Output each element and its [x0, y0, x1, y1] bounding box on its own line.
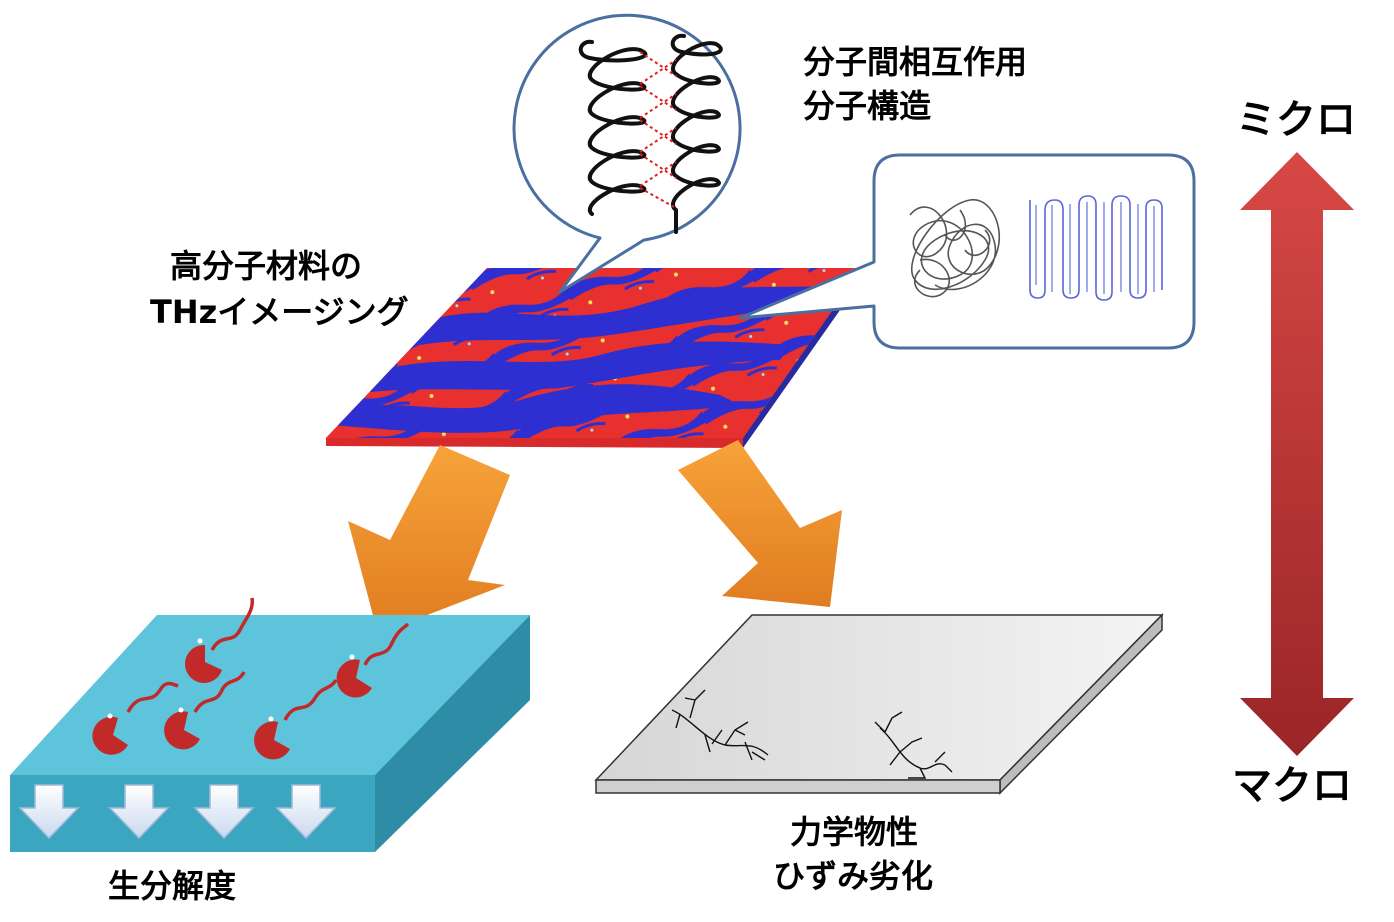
helix-right	[670, 33, 723, 234]
microbe-icon	[164, 671, 246, 750]
helix-bubble	[512, 13, 742, 294]
mechanical-slab	[594, 613, 1164, 795]
thz-image-map	[326, 268, 864, 448]
label-macro: マクロ	[1232, 763, 1352, 809]
crack-icon	[671, 689, 769, 761]
label-polymer-material: 高分子材料の	[170, 247, 363, 285]
crack-icon	[874, 711, 953, 779]
amorphous-chain-icon	[909, 199, 1000, 298]
orange-arrow-left	[348, 445, 510, 634]
biodegradation-block	[10, 597, 530, 852]
label-molecular-structure: 分子構造	[803, 87, 932, 125]
label-thz-imaging: THzイメージング	[150, 293, 409, 331]
folded-chain-icon	[1029, 195, 1163, 301]
label-strain-degradation: ひずみ劣化	[773, 857, 934, 895]
chain-callout	[738, 153, 1196, 350]
label-micro: ミクロ	[1236, 97, 1356, 143]
label-intermolecular: 分子間相互作用	[803, 43, 1028, 81]
microbes	[92, 597, 410, 760]
label-biodegradation: 生分解度	[108, 867, 237, 905]
hydrogen-bonds	[639, 51, 677, 209]
helix-left	[578, 39, 648, 216]
label-mechanical-properties: 力学物性	[790, 813, 919, 851]
microbe-icon	[336, 622, 410, 698]
microbe-icon	[92, 681, 179, 755]
orange-arrow-right	[678, 440, 842, 607]
degradation-arrows	[18, 784, 337, 840]
microbe-icon	[254, 678, 338, 760]
scale-double-arrow	[1240, 152, 1354, 756]
microbe-icon	[184, 597, 255, 683]
